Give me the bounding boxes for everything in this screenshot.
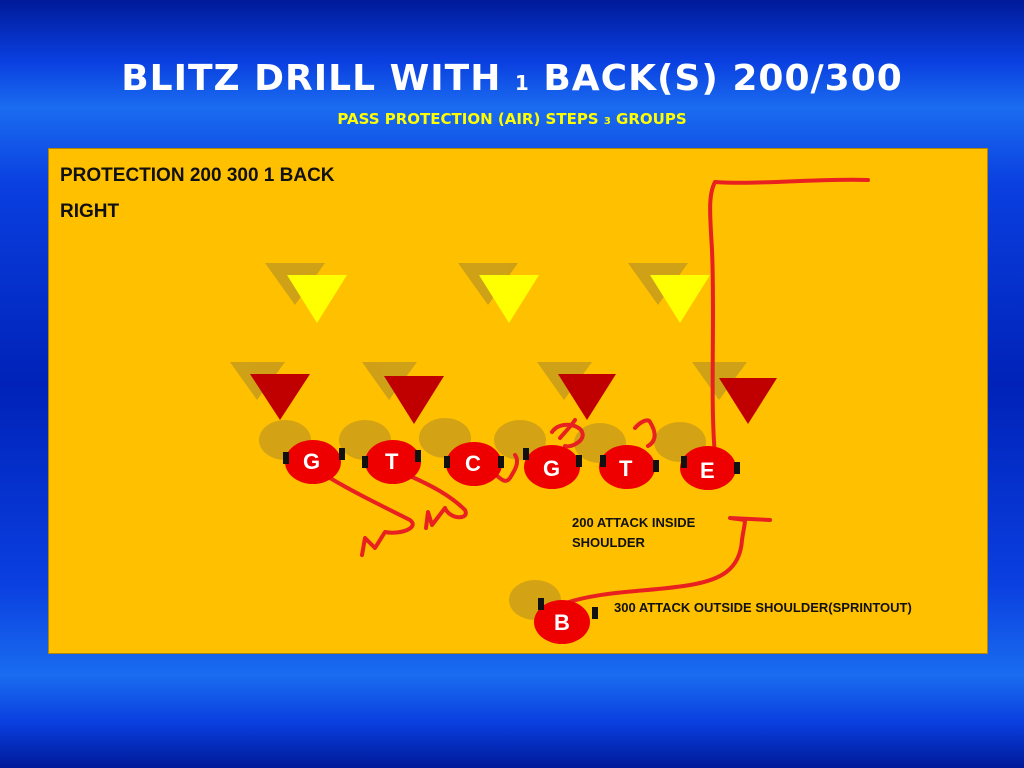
- subtitle-main: PASS PROTECTION (AIR) STEPS: [337, 110, 604, 128]
- lineman-label-center: C: [465, 451, 481, 476]
- shadow-players: [259, 418, 706, 620]
- lineman-label-guard-left: G: [303, 449, 320, 474]
- slide-title: BLITZ DRILL WITH 1 BACK(S) 200/300: [0, 58, 1024, 99]
- linebacker-1: [287, 275, 347, 323]
- linebacker-2: [479, 275, 539, 323]
- lineman-end: [680, 446, 736, 490]
- linebacker-3: [650, 275, 710, 323]
- stance-mark: [734, 462, 740, 474]
- route-guard-left: [328, 476, 415, 557]
- lineman-label-guard-right: G: [543, 456, 560, 481]
- route-tackle-right-hook: [633, 418, 657, 448]
- stance-mark: [498, 456, 504, 468]
- stance-mark: [339, 448, 345, 460]
- diagram-field: [48, 148, 988, 654]
- lineman-tackle-left: [365, 440, 421, 484]
- defender-2: [384, 376, 444, 424]
- lineman-label-end: E: [700, 458, 715, 483]
- defender-3: [558, 374, 616, 420]
- lineman-label-tackle-left: T: [385, 449, 399, 474]
- slide-subtitle: PASS PROTECTION (AIR) STEPS 3 GROUPS: [0, 110, 1024, 128]
- note-200: 200 ATTACK INSIDE SHOULDER: [572, 513, 695, 553]
- shadow-defenders: [230, 362, 747, 400]
- stance-mark: [362, 456, 368, 468]
- linebackers: [287, 275, 710, 323]
- stance-mark: [538, 598, 544, 610]
- defender-4: [719, 378, 777, 424]
- lineman-label-tackle-right: T: [619, 456, 633, 481]
- stance-mark: [600, 455, 606, 467]
- linemen: [285, 440, 736, 644]
- stance-mark: [444, 456, 450, 468]
- stance-mark: [415, 450, 421, 462]
- route-back: [558, 516, 772, 607]
- title-end: BACK(S) 200/300: [529, 58, 903, 99]
- route-end-release: [708, 177, 870, 457]
- lineman-center: [446, 442, 502, 486]
- shadow-defender: [692, 362, 747, 400]
- stance-mark: [592, 607, 598, 619]
- stance-mark: [681, 456, 687, 468]
- heading-line-2: RIGHT: [60, 201, 120, 222]
- title-main: BLITZ DRILL WITH: [121, 58, 515, 99]
- stance-mark: [576, 455, 582, 467]
- lineman-guard-right: [524, 445, 580, 489]
- stance-mark: [653, 460, 659, 472]
- route-tackle-left: [408, 474, 468, 530]
- route-center: [488, 453, 520, 483]
- stance-mark: [523, 448, 529, 460]
- defender-1: [250, 374, 310, 420]
- title-small: 1: [514, 71, 530, 95]
- defenders: [250, 374, 777, 424]
- routes: [328, 177, 870, 607]
- heading-line-1: PROTECTION 200 300 1 BACK: [60, 165, 335, 186]
- note-200-line-1: 200 ATTACK INSIDE: [572, 515, 696, 530]
- stance-marks: [283, 448, 740, 619]
- back-player: [534, 600, 590, 644]
- shadow-player: [494, 420, 546, 460]
- lineman-tackle-right: [599, 445, 655, 489]
- subtitle-end: GROUPS: [610, 110, 687, 128]
- stance-mark: [283, 452, 289, 464]
- diagram-heading: PROTECTION 200 300 1 BACK RIGHT: [60, 158, 335, 230]
- lineman-guard-left: [285, 440, 341, 484]
- back-label: B: [554, 610, 570, 635]
- subtitle-small: 3: [603, 116, 611, 127]
- route-guard-right-hook: [550, 418, 585, 449]
- note-300: 300 ATTACK OUTSIDE SHOULDER(SPRINTOUT): [614, 600, 912, 615]
- note-200-line-2: SHOULDER: [572, 535, 645, 550]
